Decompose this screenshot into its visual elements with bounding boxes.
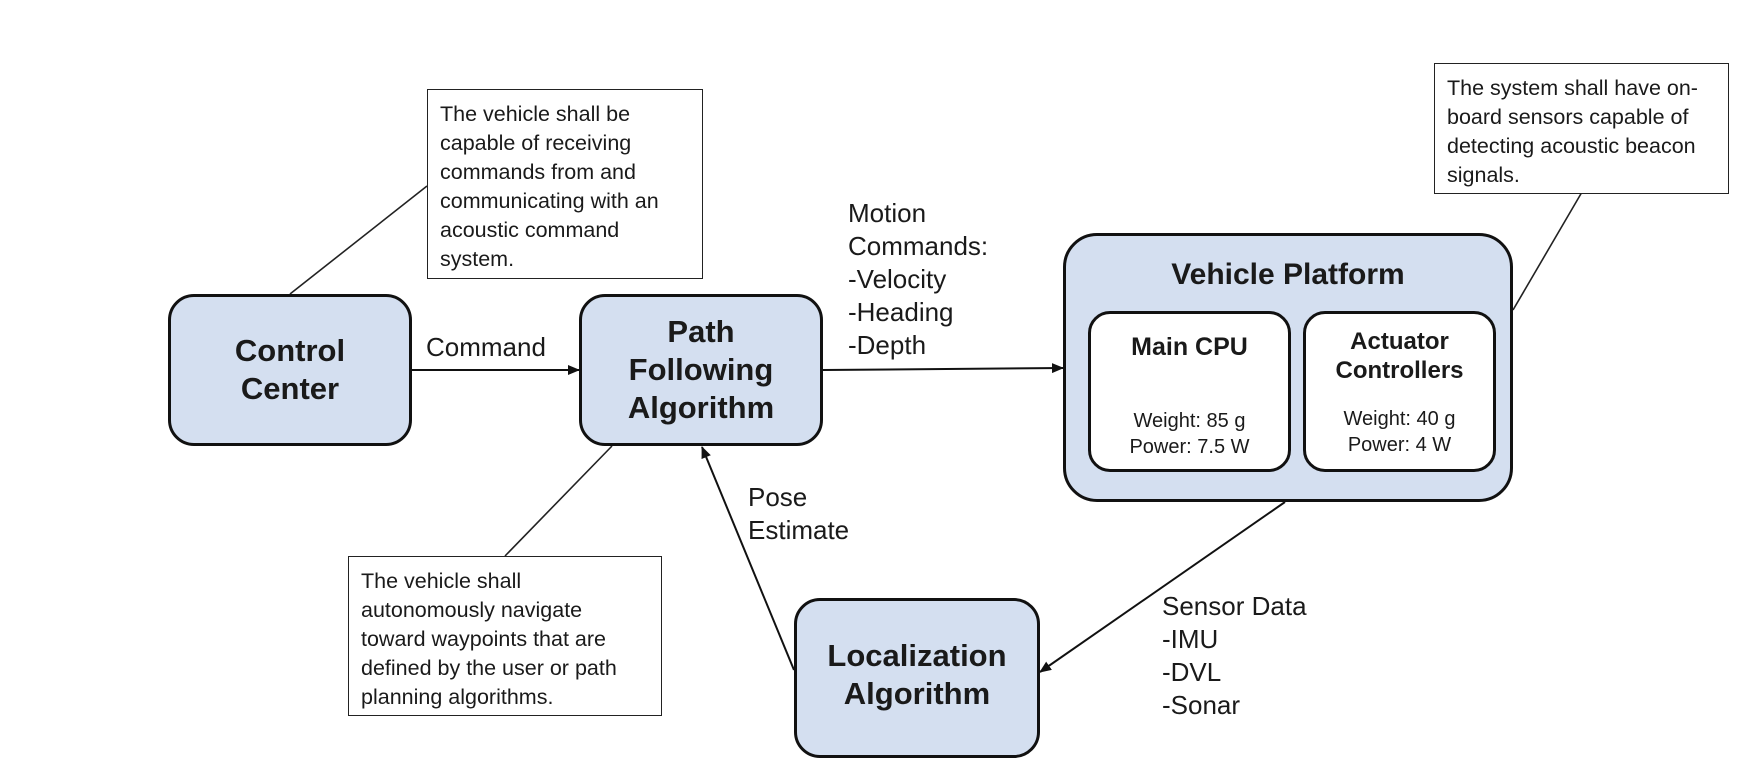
sensor-data-arrow [1039, 501, 1286, 673]
motion-label-line4: -Heading [848, 297, 954, 327]
path-following-label-line2: Following [628, 352, 774, 388]
main-cpu-power: Power: 7.5 W [1129, 436, 1250, 458]
motion-label-line3: -Velocity [848, 264, 947, 294]
localization-label-line2: Algorithm [843, 675, 991, 711]
sensor-label-line3: -DVL [1162, 657, 1222, 687]
motion-label-line2: Commands: [848, 231, 989, 261]
actuator-weight: Weight: 40 g [1343, 408, 1456, 430]
connector-layer [289, 185, 1583, 673]
motion-commands-label: Motion Commands: -Velocity -Heading -Dep… [848, 197, 988, 362]
control-center-label-line1: Control [234, 333, 346, 369]
main-cpu-weight: Weight: 85 g [1133, 410, 1246, 432]
path-following-node: Path Following Algorithm [579, 294, 823, 446]
motion-label-line5: -Depth [848, 330, 927, 360]
localization-label-line1: Localization [827, 638, 1007, 673]
command-label: Command [426, 331, 546, 364]
pose-estimate-label: Pose Estimate [748, 481, 849, 547]
note-connector-navigation [504, 445, 613, 557]
pose-label-line2: Estimate [748, 515, 850, 545]
sensor-label-line4: -Sonar [1162, 690, 1241, 720]
path-following-label-line1: Path [667, 314, 735, 350]
vehicle-platform-node: Vehicle Platform Main CPU Weight: 85 g P… [1063, 233, 1513, 502]
note-onboard-sensors: The system shall have on-board sensors c… [1434, 63, 1729, 194]
path-following-label-line3: Algorithm [627, 389, 775, 425]
sensor-label-line1: Sensor Data [1162, 591, 1307, 621]
main-cpu-title: Main CPU [1131, 333, 1248, 361]
note-connector-sensors [1512, 191, 1583, 311]
control-center-label-line2: Center [240, 371, 340, 406]
motion-label-line1: Motion [848, 198, 927, 228]
localization-node: Localization Algorithm [794, 598, 1040, 758]
note-acoustic-command: The vehicle shall be capable of receivin… [427, 89, 703, 279]
motion-commands-arrow [822, 363, 1064, 374]
sensor-data-label: Sensor Data -IMU -DVL -Sonar [1162, 590, 1307, 722]
control-center-node: Control Center [168, 294, 412, 446]
pose-label-line1: Pose [748, 482, 808, 512]
note-connector-command [289, 185, 428, 295]
actuator-controllers-node: Actuator Controllers Weight: 40 g Power:… [1303, 311, 1496, 472]
pose-estimate-arrow [701, 446, 795, 671]
actuator-power: Power: 4 W [1347, 434, 1452, 456]
note-autonomous-navigation: The vehicle shall autonomously navigate … [348, 556, 662, 716]
actuator-title-line2: Controllers [1335, 356, 1464, 384]
command-label-text: Command [426, 332, 546, 362]
sensor-label-line2: -IMU [1162, 624, 1219, 654]
vehicle-platform-title: Vehicle Platform [1171, 258, 1405, 291]
main-cpu-node: Main CPU Weight: 85 g Power: 7.5 W [1088, 311, 1291, 472]
actuator-title-line1: Actuator [1350, 328, 1449, 355]
